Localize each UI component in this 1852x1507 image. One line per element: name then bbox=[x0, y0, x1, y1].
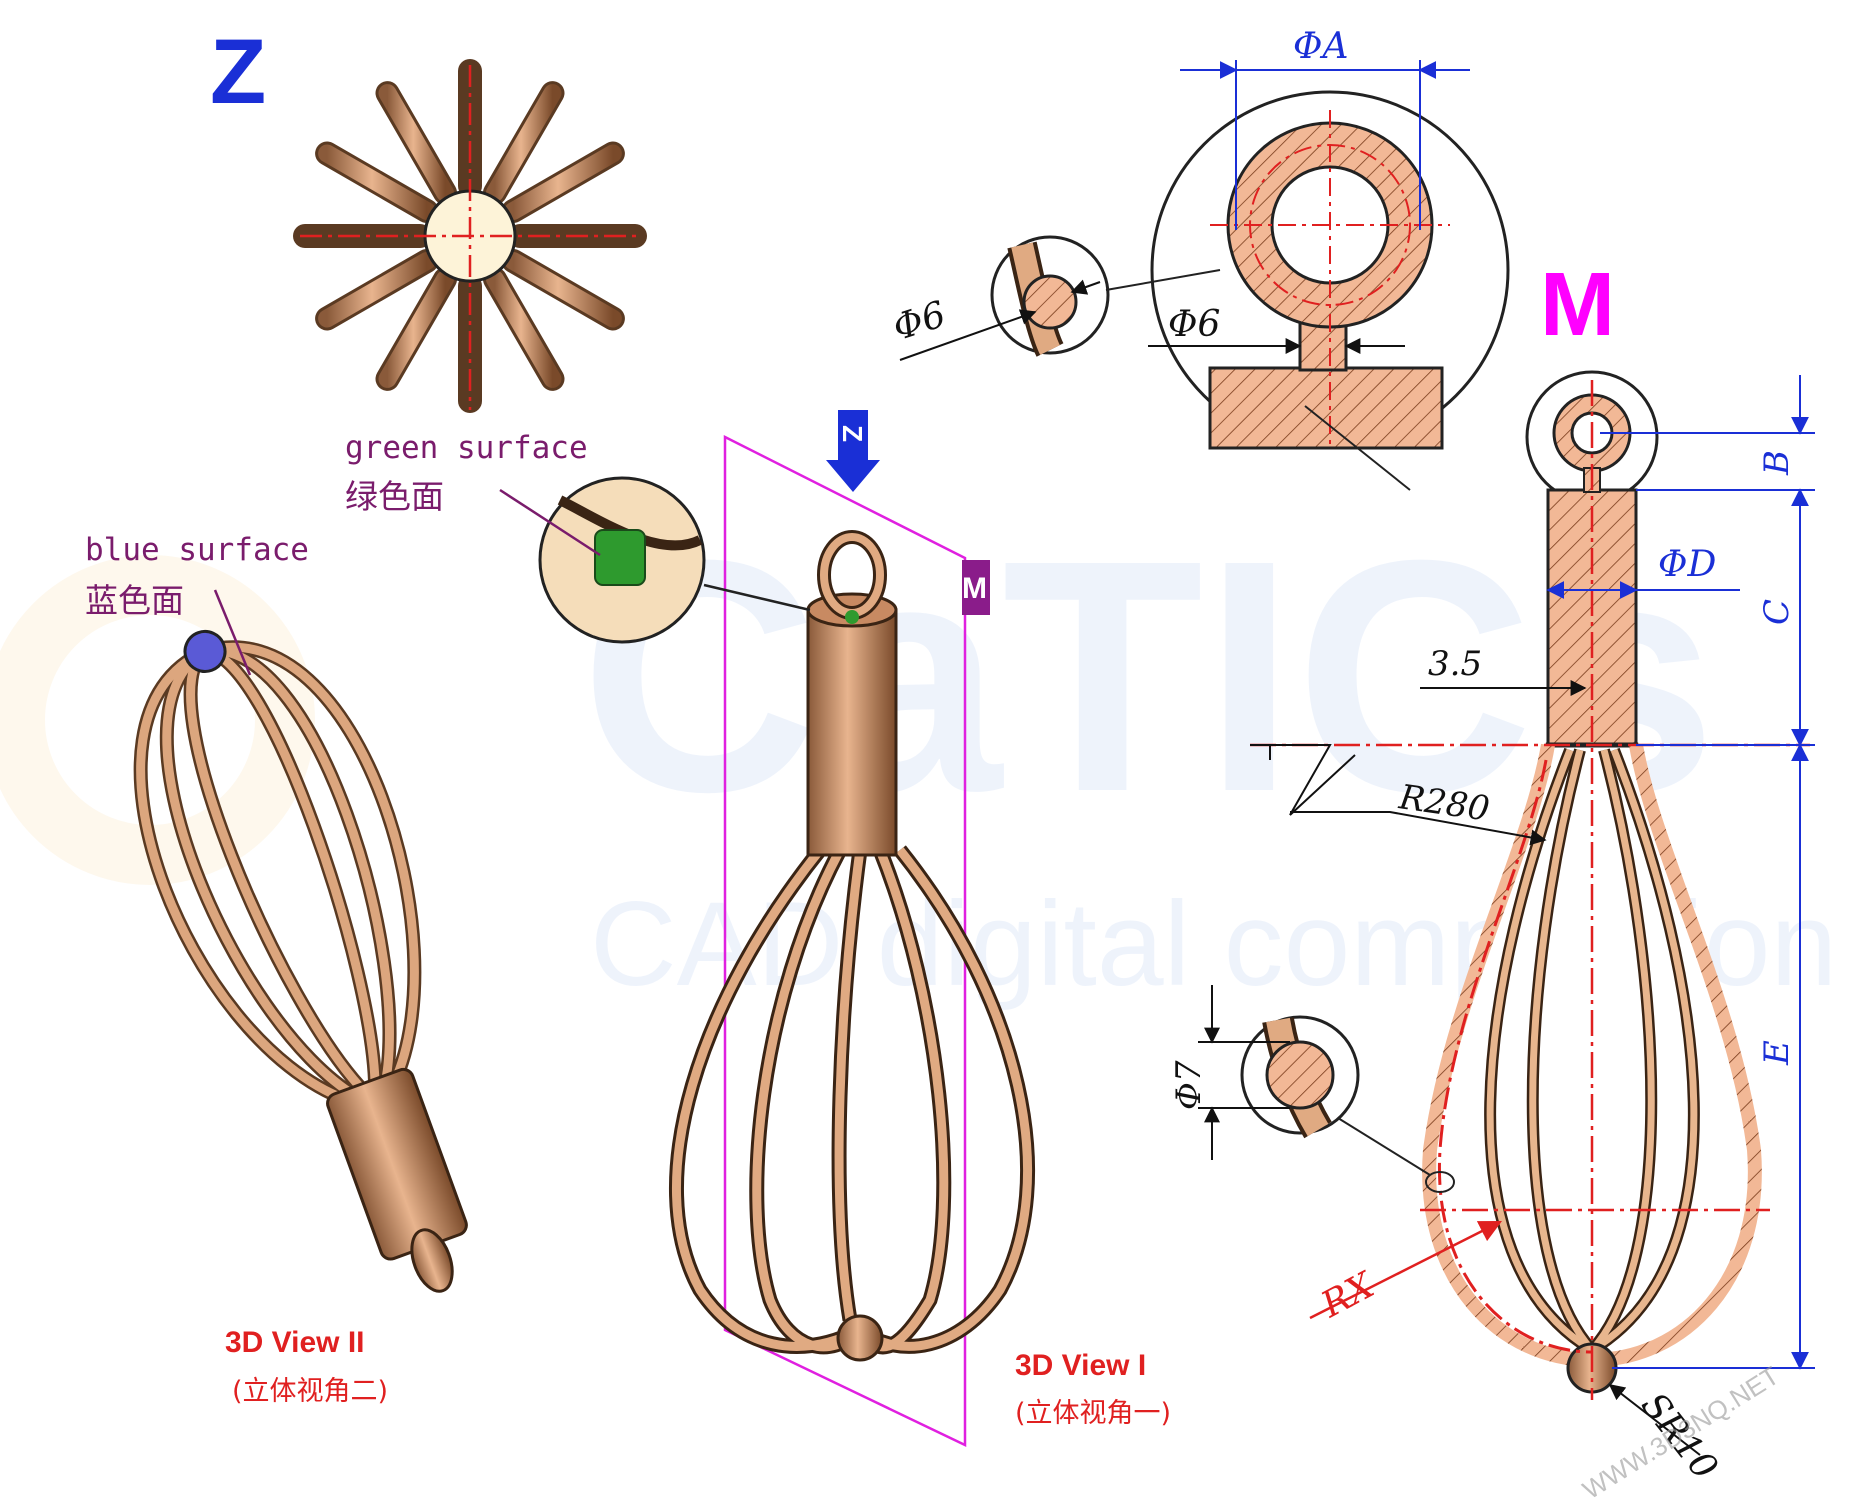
dim-phi6-right: Φ6 bbox=[1168, 304, 1220, 345]
dim-phi-d: ΦD bbox=[1658, 544, 1717, 585]
green-surface-callout bbox=[538, 476, 811, 644]
star-wire bbox=[318, 252, 436, 328]
ring-view-2 bbox=[410, 1228, 454, 1293]
green-surface-en: green surface bbox=[345, 430, 588, 466]
blue-surface-leader bbox=[213, 589, 252, 676]
handle-view-2 bbox=[326, 1067, 468, 1261]
wire-section-phi7: Φ7 bbox=[1169, 985, 1455, 1193]
green-surface-dot bbox=[845, 610, 859, 624]
star-wire bbox=[378, 84, 454, 202]
ring-detail: ΦA Φ6 bbox=[1148, 26, 1510, 491]
dim-3-5: 3.5 bbox=[1428, 644, 1482, 684]
detail-block bbox=[1208, 366, 1444, 450]
z-view-label: Z bbox=[210, 21, 266, 123]
blue-surface-cn: 蓝色面 bbox=[85, 581, 184, 620]
whisk-view-2 bbox=[133, 629, 468, 1293]
dim-phi-a: ΦA bbox=[1293, 26, 1349, 67]
green-surface bbox=[594, 529, 646, 586]
z-arrow-label: Z bbox=[837, 425, 868, 442]
dim-e: E bbox=[1757, 1040, 1797, 1066]
dim-rx: RX bbox=[1314, 1264, 1382, 1326]
m-plane bbox=[723, 434, 967, 1447]
m-direction-marker bbox=[962, 560, 990, 615]
view-2-caption: 3D View II bbox=[225, 1326, 365, 1359]
star-wire bbox=[504, 144, 622, 220]
green-surface-cn: 绿色面 bbox=[345, 477, 444, 516]
top-view-z: Z bbox=[210, 21, 647, 413]
star-wire bbox=[378, 270, 454, 388]
star-wire bbox=[318, 144, 436, 220]
bottom-ball-view-1 bbox=[836, 1314, 884, 1362]
star-wire bbox=[486, 84, 562, 202]
handle-view-1 bbox=[806, 608, 898, 857]
green-surface-leader bbox=[499, 488, 601, 557]
dim-c: C bbox=[1757, 599, 1797, 625]
dim-phi7: Φ7 bbox=[1169, 1060, 1209, 1110]
dim-b: B bbox=[1757, 450, 1797, 476]
m-plane-label: M bbox=[962, 572, 987, 605]
dim-phi6-left: Φ6 bbox=[888, 294, 951, 349]
blue-surface bbox=[183, 629, 227, 673]
m-view-label: M bbox=[1540, 255, 1615, 355]
star-wire bbox=[504, 252, 622, 328]
view-1-caption: 3D View I bbox=[1015, 1349, 1146, 1382]
view-2-caption-cn: (立体视角二) bbox=[232, 1376, 388, 1407]
star-wire bbox=[486, 270, 562, 388]
watermark-logo: CaTICs bbox=[580, 491, 1717, 860]
whisk-view-1: Z M bbox=[668, 410, 1036, 1447]
blue-surface-en: blue surface bbox=[85, 532, 309, 568]
view-1-caption-cn: (立体视角一) bbox=[1015, 1398, 1171, 1429]
z-direction-arrow bbox=[826, 410, 880, 492]
watermark: CaTICs CAD digital competition bbox=[0, 491, 1837, 1011]
